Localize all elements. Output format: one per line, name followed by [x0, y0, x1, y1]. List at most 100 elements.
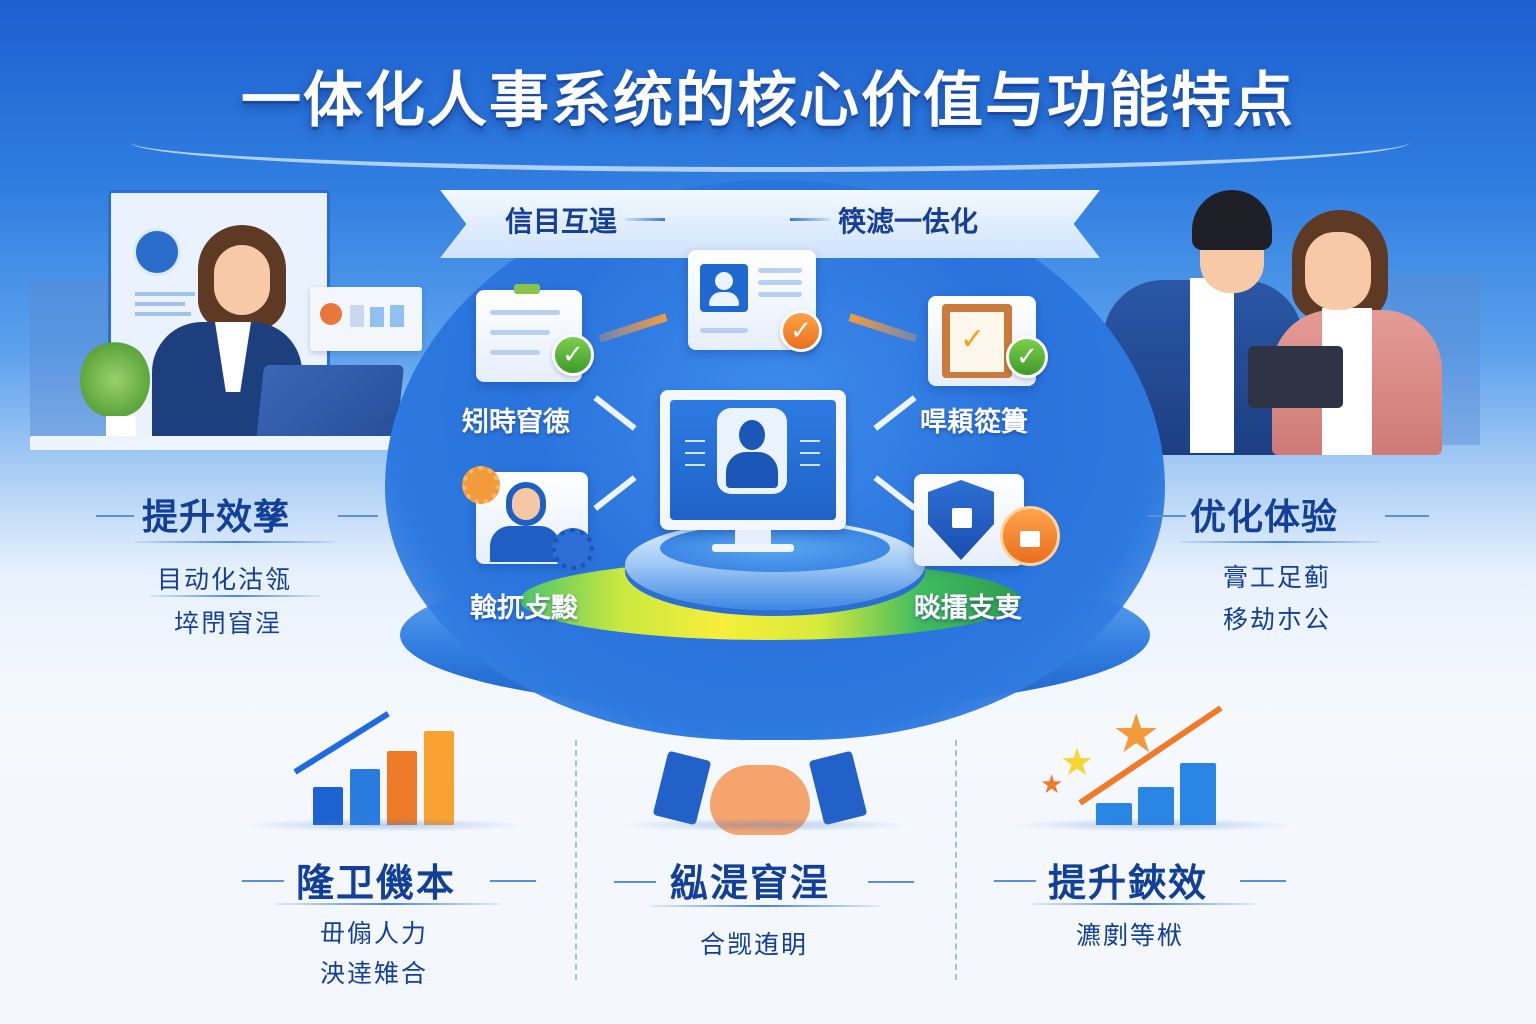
left-panel-line-1: 目动化沽瓴 — [157, 565, 293, 594]
ribbon-arrow-line — [790, 218, 830, 221]
chart-bar — [313, 787, 343, 825]
right-sleeve — [808, 750, 868, 826]
chart-bar — [350, 769, 380, 825]
icon-shadow — [1010, 818, 1300, 832]
document-line — [490, 310, 560, 315]
clasped-hands — [710, 765, 810, 835]
divider-line — [1180, 541, 1380, 543]
board-text-line — [135, 292, 195, 296]
divider-line — [275, 903, 500, 905]
feature-label-top-left: 矧時窅徳 — [462, 407, 570, 438]
monitor-stand — [735, 530, 771, 546]
chart-bar — [387, 751, 417, 825]
gear-icon — [462, 466, 500, 504]
padlock-body — [1020, 531, 1040, 547]
ribbon-left-label: 信目互逞 — [505, 205, 618, 238]
card-line — [758, 292, 802, 297]
bottom-col-1-line-1: 毌傓人力 — [320, 919, 429, 948]
icon-shadow — [615, 818, 915, 832]
bottom-col-3-line-1: 瀌剫等栿 — [1076, 921, 1185, 950]
column-divider — [575, 740, 577, 980]
feature-label-bottom-left: 螒扤攴黢 — [470, 593, 578, 624]
right-panel-line-2: 移劫朩公 — [1223, 605, 1332, 634]
lock-icon — [952, 508, 972, 528]
user-body — [726, 452, 778, 488]
board-text-line — [135, 302, 185, 306]
decorative-arrow-line — [490, 880, 536, 882]
feature-label-top-right: 哻頛篵簣 — [920, 407, 1028, 438]
bottom-col-2-heading: 紭湜窅浧 — [670, 861, 831, 905]
left-panel-heading: 提升效孳 — [142, 497, 291, 538]
decorative-arrow-line — [242, 880, 284, 882]
ribbon-right-label: 筷滤一佉化 — [838, 205, 979, 238]
stars-growth-chart-icon: ★ ★ ★ — [1040, 700, 1230, 825]
divider-line — [150, 595, 320, 597]
check-badge-icon: ✓ — [780, 310, 822, 352]
feature-label-bottom-right: 晱擂支叓 — [914, 593, 1022, 624]
avatar-icon — [133, 228, 181, 276]
mini-bar — [390, 305, 404, 327]
chart-bar — [1096, 803, 1132, 825]
left-panel-line-2: 埣閅窅浧 — [174, 609, 283, 638]
woman-face — [214, 245, 270, 315]
right-panel-line-1: 膏工足蓟 — [1223, 563, 1332, 592]
card-line — [758, 280, 802, 285]
screen-line — [800, 452, 820, 454]
screen-line — [685, 452, 705, 454]
tablet-icon — [1248, 346, 1343, 408]
check-badge-icon: ✓ — [1006, 336, 1048, 378]
profile-card-icon — [700, 264, 748, 312]
monitor-base — [712, 544, 794, 552]
decorative-arrow-line — [868, 881, 914, 883]
mini-bar — [370, 307, 384, 327]
check-badge-icon: ✓ — [552, 334, 594, 376]
user-head — [739, 420, 765, 450]
column-divider — [955, 740, 957, 980]
decorative-arrow-line — [1148, 515, 1186, 517]
plant-icon — [80, 340, 150, 420]
screen-line — [800, 464, 820, 466]
bar-chart-growth-icon — [293, 705, 465, 825]
decorative-arrow-line — [338, 515, 378, 517]
star-icon: ★ — [1040, 770, 1064, 800]
decorative-arrow-line — [1240, 880, 1286, 882]
man-hair — [1192, 190, 1272, 250]
decorative-arrow-line — [96, 515, 134, 517]
bottom-col-3-heading: 提升鋏效 — [1048, 861, 1209, 905]
chart-bar — [424, 731, 454, 825]
chart-bar — [1138, 787, 1174, 825]
decorative-arrow-line — [614, 881, 656, 883]
decorative-arrow-line — [1385, 515, 1429, 517]
icon-shadow — [240, 818, 530, 832]
board-text-line — [135, 312, 191, 316]
mini-chart-card — [310, 287, 422, 351]
handshake-icon — [652, 745, 868, 845]
man-shirt — [1190, 278, 1234, 453]
left-sleeve — [652, 750, 712, 826]
decorative-arrow-line — [994, 880, 1036, 882]
clipboard-icon: ✓ — [942, 304, 1012, 378]
divider-line — [135, 541, 335, 543]
gear-icon — [552, 528, 594, 570]
desk — [30, 436, 430, 450]
person-icon — [506, 482, 546, 526]
user-head — [715, 272, 733, 290]
ribbon-arrow-line — [625, 218, 665, 221]
plant-pot — [106, 416, 136, 438]
clipboard-paper — [950, 312, 1004, 372]
divider-line — [650, 905, 880, 907]
download-icon — [320, 303, 342, 325]
laptop-icon — [255, 365, 405, 443]
screen-line — [685, 440, 705, 442]
screen-line — [800, 440, 820, 442]
padlock-badge-icon — [1000, 506, 1060, 566]
bottom-col-1-line-2: 泱逹雉合 — [320, 959, 429, 988]
star-icon: ★ — [1060, 740, 1095, 784]
checkmark-icon: ✓ — [960, 322, 986, 357]
screen-line — [685, 464, 705, 466]
title-swoosh-decoration — [130, 112, 1410, 172]
divider-line — [1030, 903, 1255, 905]
ribbon-banner — [440, 190, 1100, 258]
user-body — [709, 292, 739, 306]
mini-bar — [350, 305, 364, 327]
